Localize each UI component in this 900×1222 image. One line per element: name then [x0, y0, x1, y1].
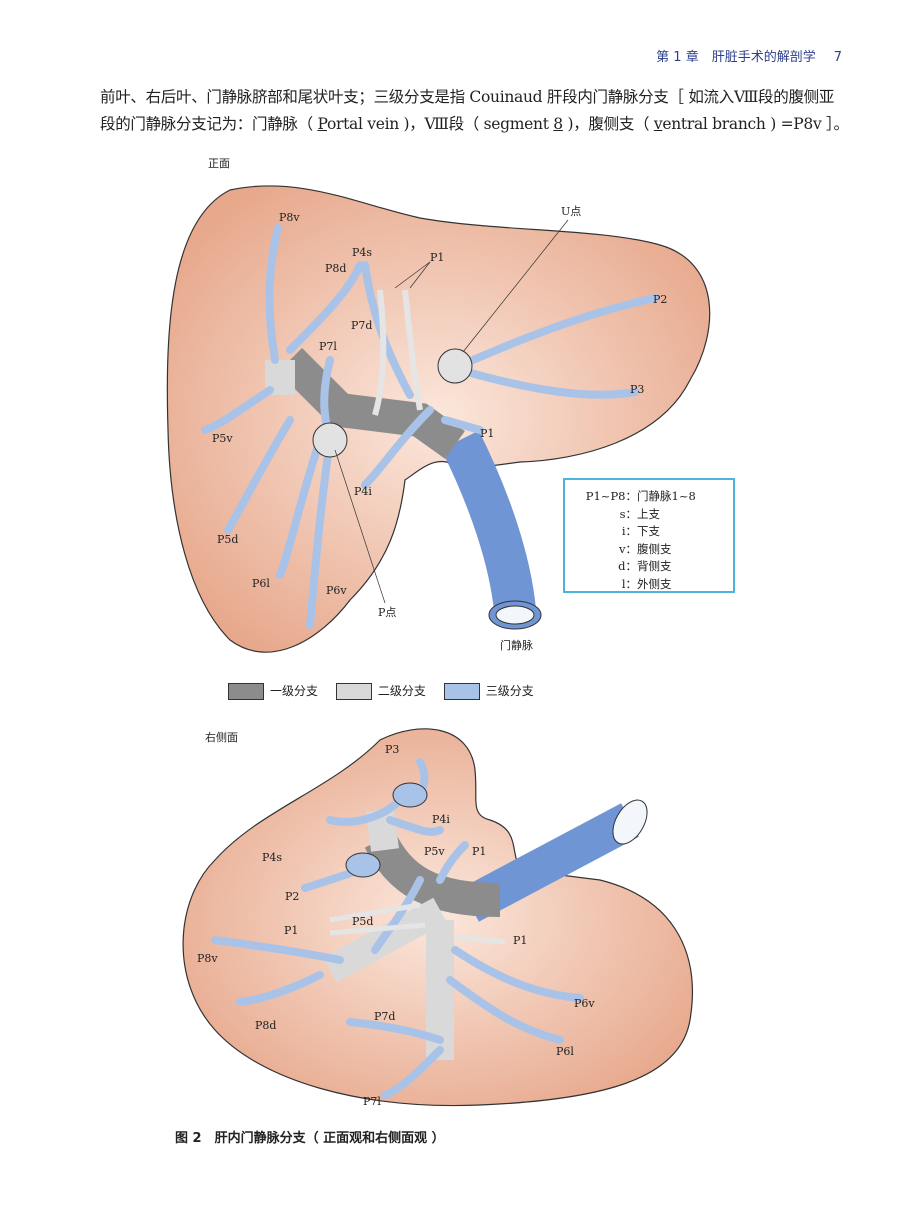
- label-p8d: P8d: [255, 1019, 276, 1032]
- key-label: 二级分支: [377, 684, 426, 698]
- swatch: [228, 683, 264, 700]
- label-p-point: P点: [378, 606, 396, 619]
- text: v: [653, 115, 663, 133]
- legend-row: s：上支: [565, 506, 733, 524]
- label-p3: P3: [385, 743, 399, 756]
- label-p8d: P8d: [325, 262, 346, 275]
- label-p3: P3: [630, 383, 644, 396]
- label-p5v: P5v: [212, 432, 233, 445]
- body-paragraph: 前叶、右后叶、门静脉脐部和尾状叶支；三级分支是指 Couinaud 肝段内门静脉…: [100, 84, 890, 138]
- label-p1: P1: [284, 924, 298, 937]
- text: )，腹侧支（: [562, 115, 654, 133]
- figure-caption: 图 2 肝内门静脉分支（ 正面观和右侧面观 ）: [175, 1131, 445, 1146]
- legend-value: 背侧支: [637, 559, 672, 573]
- label-p8v: P8v: [197, 952, 218, 965]
- text: P: [317, 115, 327, 133]
- legend-key: P1~P8：: [585, 489, 637, 503]
- label-p7d: P7d: [374, 1010, 395, 1023]
- chapter-title: 第 1 章 肝脏手术的解剖学: [656, 50, 816, 65]
- label-p5d: P5d: [352, 915, 373, 928]
- front-view-liver: [166, 185, 711, 653]
- label-p1: P1: [480, 427, 494, 440]
- key-label: 三级分支: [485, 684, 534, 698]
- running-header: 第 1 章 肝脏手术的解剖学 7: [656, 46, 842, 65]
- label-p6v: P6v: [326, 584, 347, 597]
- legend-key: v：: [619, 541, 637, 556]
- legend-row: l：外侧支: [565, 576, 733, 594]
- legend-value: 上支: [637, 506, 660, 521]
- label-p1: P1: [513, 934, 527, 947]
- para-line-1: 前叶、右后叶、门静脉脐部和尾状叶支；三级分支是指 Couinaud 肝段内门静脉…: [100, 88, 835, 106]
- label-p7l: P7l: [319, 340, 337, 353]
- legend-value: 下支: [637, 524, 660, 538]
- label-p4i: P4i: [432, 813, 450, 826]
- legend-row: d：背侧支: [565, 558, 733, 576]
- legend-key: l：: [621, 576, 637, 591]
- para-line-2: 段的门静脉分支记为：门静脉（ Portal vein )，Ⅷ段（ segment…: [100, 111, 890, 138]
- label-p6v: P6v: [574, 997, 595, 1010]
- text: 段的门静脉分支记为：门静脉（: [100, 115, 318, 133]
- label-p4i: P4i: [354, 485, 372, 498]
- label-p1: P1: [430, 251, 444, 264]
- side-view-title: 右侧面: [205, 730, 238, 744]
- text: entral branch ) =P8v ］。: [662, 115, 849, 133]
- label-p4s: P4s: [262, 851, 282, 864]
- side-view-liver: [182, 728, 693, 1107]
- label-u-point: U点: [561, 205, 581, 218]
- label-portal-vein: 门静脉: [500, 638, 533, 652]
- label-p6l: P6l: [252, 577, 270, 590]
- legend-value: 腹侧支: [637, 541, 672, 556]
- label-p1: P1: [472, 845, 486, 858]
- legend-value: 外侧支: [637, 576, 672, 591]
- label-p5d: P5d: [217, 533, 238, 546]
- label-p5v: P5v: [424, 845, 445, 858]
- branch-color-key: 一级分支 二级分支 三级分支: [228, 682, 548, 700]
- text: 8: [553, 115, 563, 133]
- legend-key: d：: [618, 559, 637, 573]
- front-view-title: 正面: [208, 157, 230, 170]
- text: ortal vein )，Ⅷ段（ segment: [326, 115, 554, 133]
- key-primary: 一级分支: [228, 682, 318, 700]
- swatch: [335, 683, 372, 700]
- legend-key: s：: [619, 506, 637, 521]
- abbreviation-legend: P1~P8：门静脉1~8 s：上支 i：下支 v：腹侧支 d：背侧支 l：外侧支: [563, 478, 735, 593]
- key-tertiary: 三级分支: [443, 682, 534, 700]
- label-p6l: P6l: [556, 1045, 574, 1058]
- label-p2: P2: [653, 293, 667, 306]
- label-p8v: P8v: [279, 211, 300, 224]
- label-p4s: P4s: [352, 246, 372, 259]
- key-label: 一级分支: [270, 684, 319, 698]
- legend-row: v：腹侧支: [565, 541, 733, 559]
- label-p7l: P7l: [363, 1095, 381, 1108]
- label-p7d: P7d: [351, 319, 372, 332]
- legend-key: i：: [621, 524, 637, 538]
- legend-value: 门静脉1~8: [637, 489, 696, 503]
- key-secondary: 二级分支: [335, 682, 426, 700]
- legend-row: P1~P8：门静脉1~8: [565, 488, 733, 506]
- page-number: 7: [833, 50, 842, 65]
- swatch: [443, 683, 480, 700]
- legend-row: i：下支: [565, 523, 733, 541]
- label-p2: P2: [285, 890, 299, 903]
